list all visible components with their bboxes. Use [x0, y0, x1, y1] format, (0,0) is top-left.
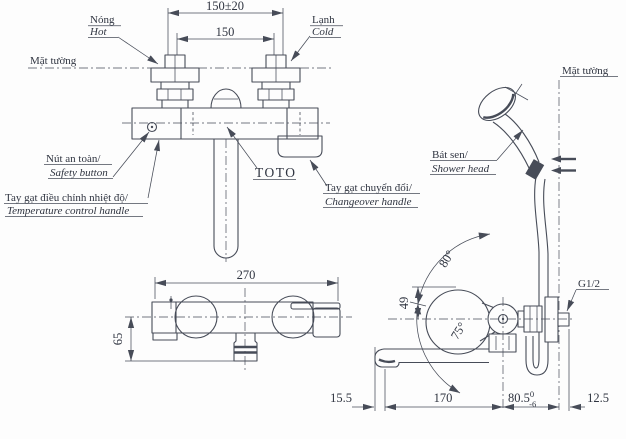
dim-spout-tip: 15.5 — [330, 391, 352, 405]
dim-spout-drop: 65 — [111, 333, 125, 346]
safety-label-vi: Nút an toàn/ — [46, 153, 101, 165]
shower-label-en: Shower head — [432, 163, 490, 175]
front-view-geometry — [125, 277, 352, 372]
cold-connection-nut — [257, 81, 295, 109]
temperature-label-vi: Tay gạt điều chỉnh nhiệt độ/ — [5, 192, 129, 204]
hot-label-vi: Nóng — [90, 14, 115, 26]
dim-wall-offset: 12.5 — [587, 391, 609, 405]
dim-body-width: 270 — [237, 268, 256, 282]
changeover-handle-shape — [277, 135, 323, 158]
shower-hose — [525, 176, 549, 376]
valve-body-top-view — [131, 107, 319, 140]
dim-body-to-wall: 80.50-6 — [508, 389, 536, 409]
spout-front-view — [233, 333, 258, 362]
top-view-labels: 150±20 150 Nóng Hot Lạnh Cold Mặt tường … — [4, 0, 420, 217]
side-view-geometry — [352, 80, 585, 411]
safety-button-shape — [146, 121, 158, 133]
diverter-dome — [210, 88, 242, 109]
changeover-label-en: Changeover handle — [325, 196, 412, 208]
dim-handle-height: 49 — [397, 297, 411, 310]
cold-label-en: Cold — [312, 26, 334, 38]
wall-label-right: Mặt tường — [562, 65, 609, 77]
dim-inlet-tolerance: 150±20 — [206, 0, 244, 13]
dim-inlet-pitch: 150 — [216, 25, 235, 39]
temperature-label-en: Temperature control handle — [7, 205, 129, 217]
thread-label: G1/2 — [578, 278, 600, 290]
changeover-block-front — [312, 307, 341, 338]
hot-label-en: Hot — [89, 26, 107, 38]
hot-connection-nut — [156, 81, 194, 109]
side-view-labels: Mặt tường Bát sen/ Shower head G1/2 80° … — [330, 65, 618, 409]
cold-label-vi: Lạnh — [312, 14, 335, 26]
shower-label-vi: Bát sen/ — [432, 149, 469, 161]
g12-nipple — [557, 312, 570, 327]
brand-label: TOTO — [255, 165, 297, 180]
wall-label-left: Mặt tường — [30, 55, 77, 67]
changeover-label-vi: Tay gạt chuyển đổi/ — [325, 182, 413, 194]
spout-side-view — [374, 348, 489, 368]
wall-flange-side — [544, 296, 559, 343]
front-view-labels: 270 65 — [111, 268, 255, 345]
dim-angle-up: 80° — [436, 248, 457, 270]
dim-spout-reach: 170 — [434, 391, 453, 405]
shower-bracket — [551, 155, 576, 174]
changeover-lever-front — [290, 302, 341, 310]
top-view-geometry — [28, 8, 332, 262]
safety-label-en: Safety button — [50, 167, 108, 179]
